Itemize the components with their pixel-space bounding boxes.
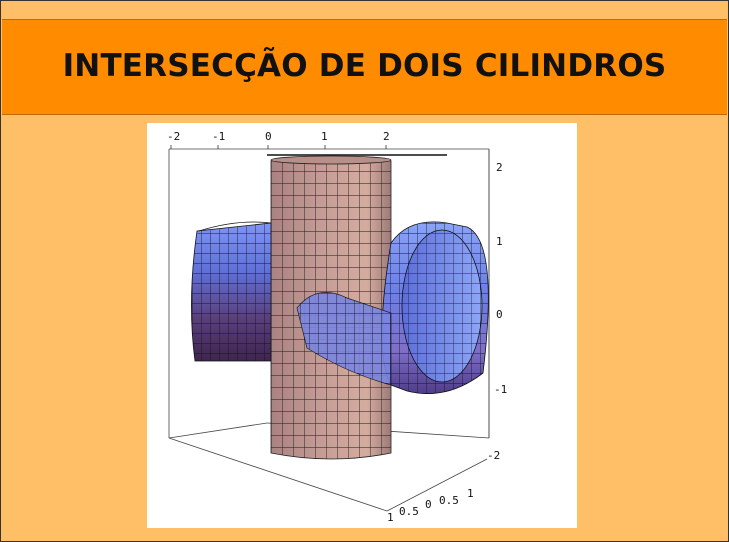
z-tick-label: 1: [496, 235, 503, 248]
y-tick-label: 0.5: [399, 505, 419, 518]
x-tick-label: 0: [265, 130, 272, 143]
x-axis-ticks: -2 -1 0 1 2: [167, 130, 390, 149]
left-horizontal-cylinder: [191, 221, 272, 362]
y-tick-label: 1: [467, 487, 474, 500]
x-tick-label: -1: [212, 130, 225, 143]
y-axis-ticks: 1 0.5 0 0.5 1: [387, 487, 474, 524]
y-tick-label: 0: [425, 498, 432, 511]
y-tick-label: 1: [387, 511, 394, 524]
x-tick-label: 1: [321, 130, 328, 143]
x-tick-label: -2: [167, 130, 180, 143]
z-tick-label: 2: [496, 161, 503, 174]
x-tick-label: 2: [383, 130, 390, 143]
cylinders-plot: -2 -1 0 1 2 2 1 0 -1 -2 1: [167, 130, 507, 524]
z-tick-label: -2: [487, 449, 500, 462]
plot-panel: -2 -1 0 1 2 2 1 0 -1 -2 1: [147, 123, 577, 528]
slide-title: INTERSECÇÃO DE DOIS CILINDROS: [62, 48, 667, 84]
y-tick-label: 0.5: [439, 494, 459, 507]
right-horizontal-cylinder: [296, 221, 489, 394]
title-bar: INTERSECÇÃO DE DOIS CILINDROS: [2, 19, 727, 115]
z-axis-ticks: 2 1 0 -1 -2: [487, 161, 507, 462]
z-tick-label: 0: [496, 308, 503, 321]
z-tick-label: -1: [494, 383, 507, 396]
